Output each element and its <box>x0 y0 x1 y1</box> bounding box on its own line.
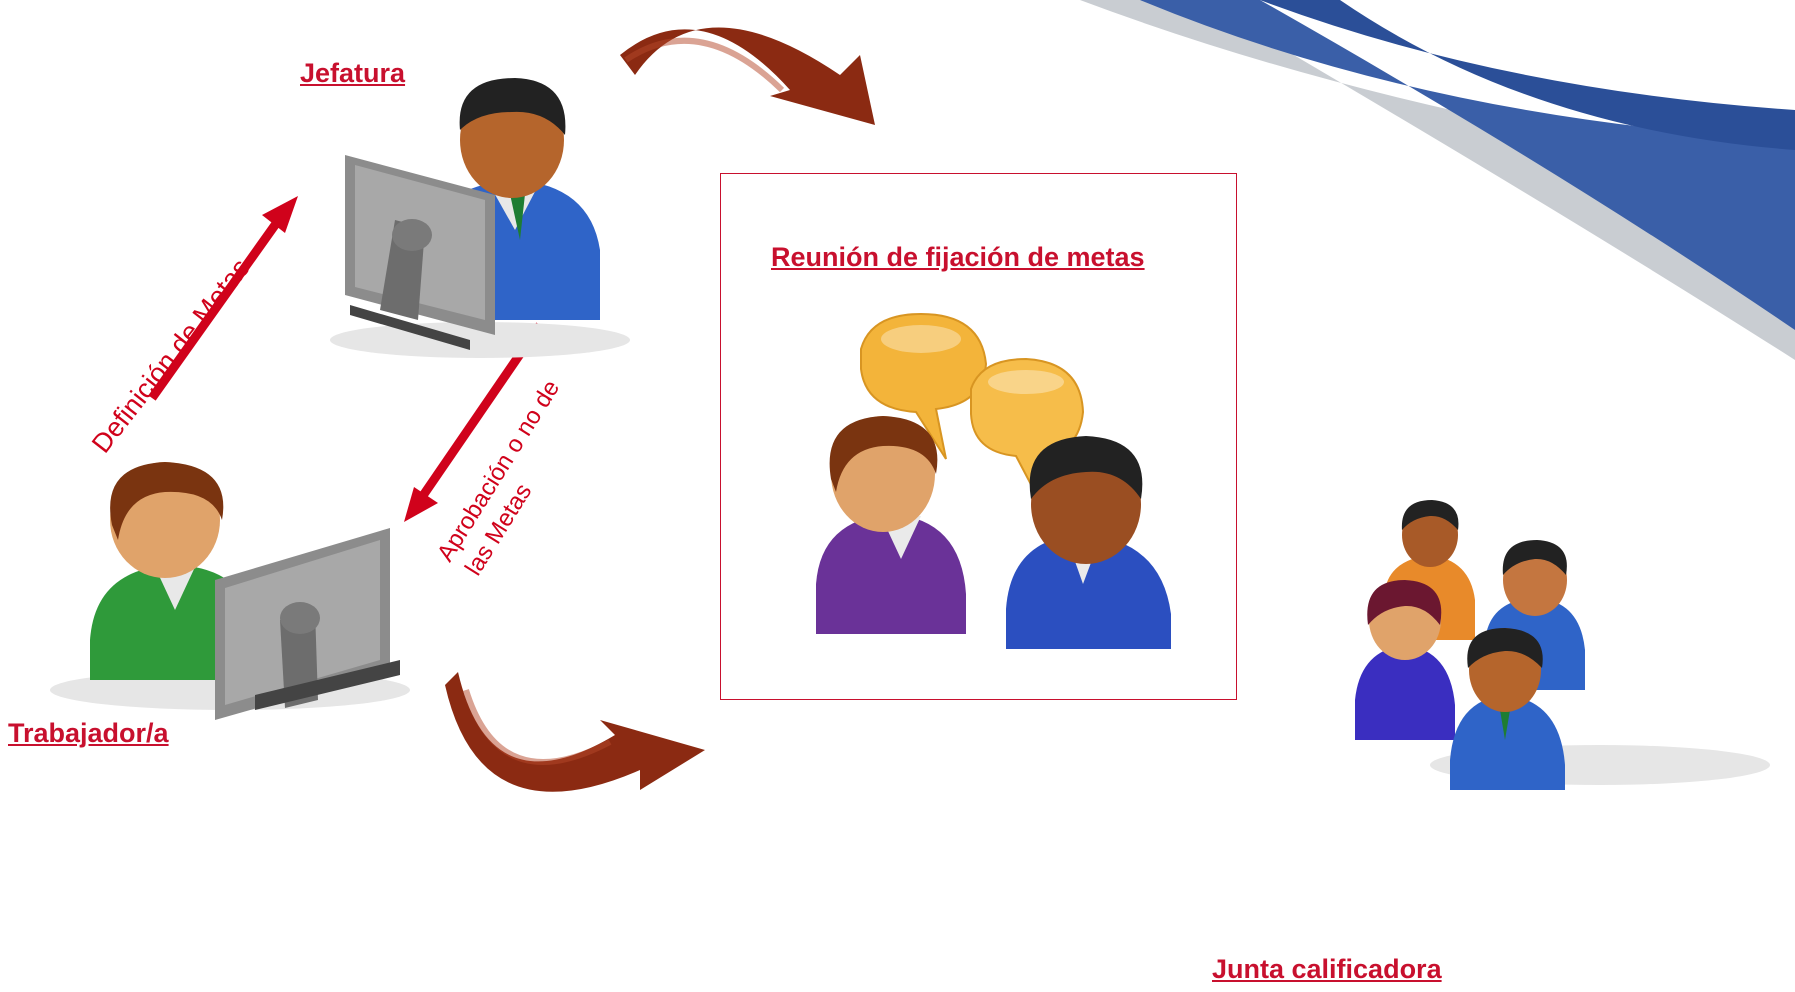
junta-label: Junta calificadora <box>1212 954 1442 984</box>
trabajador-label: Trabajador/a <box>8 718 169 748</box>
jefatura-label: Jefatura <box>300 58 406 88</box>
meeting-title: Reunión de fijación de metas <box>771 242 1145 272</box>
meeting-speech-bubbles-icon <box>816 312 1171 649</box>
meeting-box: Reunión de fijación de metas <box>720 173 1237 700</box>
